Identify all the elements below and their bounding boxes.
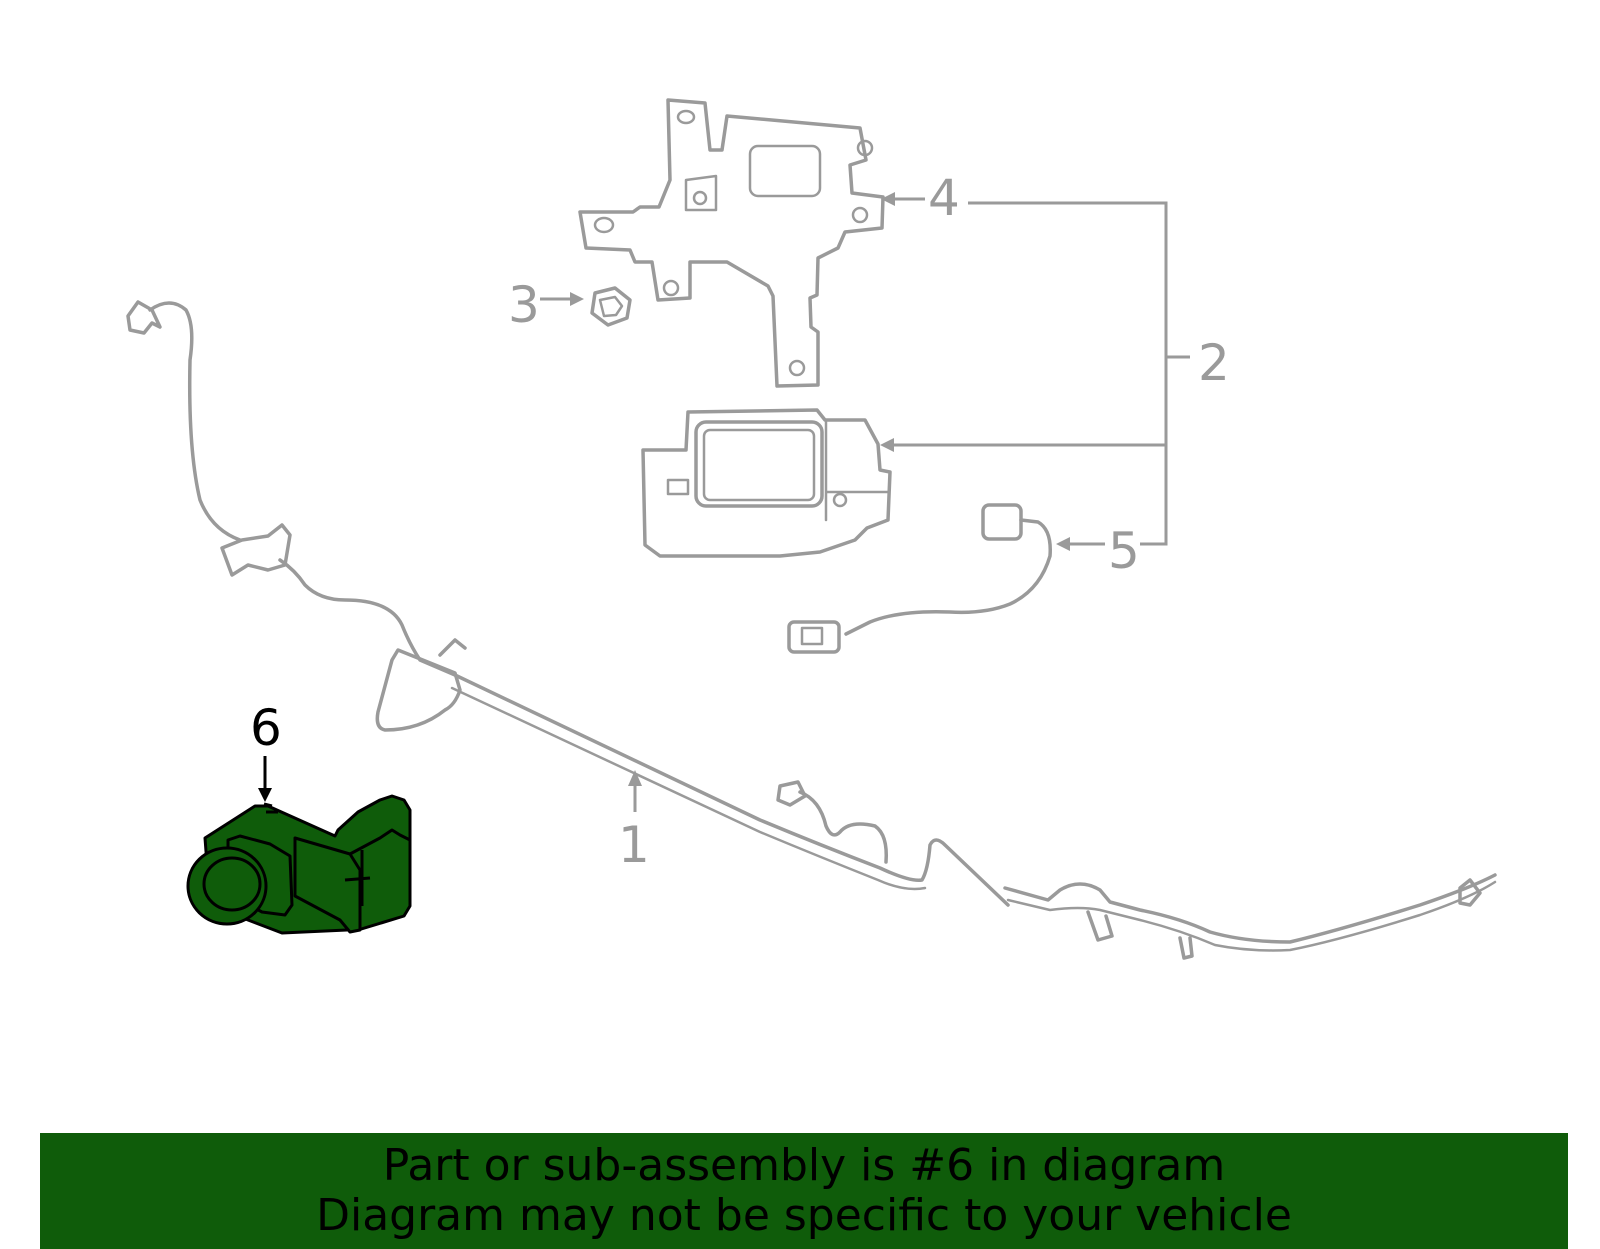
harness-part-1[interactable] [126, 300, 1497, 960]
callout-1: 1 [618, 816, 650, 874]
callout-5: 5 [1108, 522, 1140, 580]
module-part-2[interactable] [641, 408, 892, 558]
callout-3: 3 [508, 276, 540, 334]
nut-part-3[interactable] [590, 286, 632, 327]
jumper-harness-part-5[interactable] [787, 503, 1052, 654]
sensor-part-6[interactable] [186, 794, 412, 935]
callout-4: 4 [928, 169, 960, 227]
info-banner: Part or sub-assembly is #6 in diagram Di… [40, 1133, 1568, 1249]
leader-lines [258, 192, 1190, 812]
callout-2: 2 [1198, 334, 1230, 392]
callout-6: 6 [250, 699, 282, 757]
bracket-part-4[interactable] [578, 98, 885, 388]
banner-line-1: Part or sub-assembly is #6 in diagram [382, 1140, 1226, 1191]
banner-line-2: Diagram may not be specific to your vehi… [316, 1190, 1292, 1241]
